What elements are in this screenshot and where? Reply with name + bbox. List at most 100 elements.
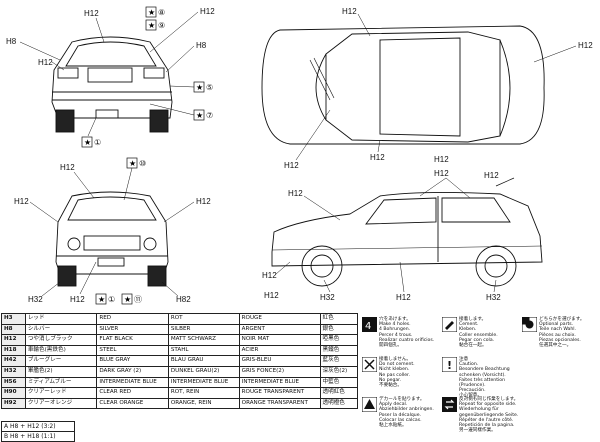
repeat-opposite-icon bbox=[442, 397, 457, 412]
caution-icon: ! bbox=[442, 357, 457, 372]
legend-line: 粘上水貼紙。 bbox=[379, 423, 407, 429]
legend-line: Teile nach Wahl. bbox=[539, 327, 577, 333]
legend-line: 開四個孔。 bbox=[379, 343, 402, 349]
legend-text: 穴をあけます。Make 4 holes.4 Bohrungen.Percer 4… bbox=[379, 317, 439, 348]
legend-line: 另一邊同樣作業。 bbox=[459, 428, 496, 434]
legend-line: Make 4 holes. bbox=[379, 322, 411, 328]
front-view-callouts: ★ ⑩ H12 H12 H12 H32 H12 ★ ① ★ ⑪ H82 bbox=[14, 157, 211, 305]
paint-cell-de: DUNKEL GRAU(2) bbox=[167, 365, 240, 378]
callout-label: H32 bbox=[486, 293, 501, 302]
legend-line: Wiederholung für gegenüberliegende Seite… bbox=[459, 407, 519, 418]
legend-line: 穴をあけます。 bbox=[379, 317, 411, 322]
legend-line: デカールを貼ります。 bbox=[379, 397, 425, 402]
legend-line: 接着しません。 bbox=[379, 357, 412, 362]
paint-cell-en: CLEAR RED bbox=[96, 387, 169, 399]
legend-line: Faites très attention (Prudence). bbox=[459, 377, 506, 389]
paint-cell-en: DARK GRAY (2) bbox=[96, 365, 169, 378]
callout-label: H12 bbox=[60, 163, 75, 172]
svg-text:!: ! bbox=[447, 359, 452, 372]
callout-label: H32 bbox=[28, 295, 43, 304]
legend-line: Répéter de l'autre côté. bbox=[459, 417, 514, 423]
legend-line: Caution. bbox=[459, 362, 479, 368]
paint-cell-fr: GRIS FONCE(2) bbox=[238, 365, 321, 378]
legend-line: Ne pas coller. bbox=[379, 372, 410, 378]
paint-cell-en: BLUE GRAY bbox=[96, 355, 169, 367]
star-icon: ★ bbox=[124, 295, 131, 304]
drill-holes-icon: 4 bbox=[362, 317, 377, 332]
legend-text: 接着します。Cement.Kleben.Coller ensemble.Pega… bbox=[459, 317, 519, 348]
callout-step: ⑦ bbox=[206, 111, 213, 120]
paint-cell-ch: 藍灰色 bbox=[319, 355, 359, 367]
legend-line: どちらかを選びます。 bbox=[539, 317, 585, 322]
legend-line: Pièces au choix. bbox=[539, 332, 576, 338]
assembly-drawing: H8 H12 H12 ★ ⑧ ★ ⑨ H12 H8 ★ ⑤ ★ ⑦ ★ ① bbox=[6, 6, 593, 305]
paint-cell-code: H8 bbox=[1, 323, 26, 336]
legend-line: Abziehbilder anbringen. bbox=[379, 407, 434, 413]
star-icon: ★ bbox=[148, 8, 155, 17]
paint-cell-jp: レッド bbox=[24, 313, 98, 325]
callout-label: H12 bbox=[484, 171, 499, 180]
callout-label: H12 bbox=[396, 293, 411, 302]
callout-label: H12 bbox=[14, 197, 29, 206]
symbol-legend: 4 穴をあけます。Make 4 holes.4 Bohrungen.Percer… bbox=[362, 313, 598, 439]
car-rear-view bbox=[51, 36, 173, 133]
side-view-callouts: H12 H12 H12 H12 H12 H12 H32 H12 H32 bbox=[262, 155, 501, 302]
paint-cell-ch: 中藍色 bbox=[319, 376, 359, 389]
star-icon: ★ bbox=[129, 159, 136, 168]
paint-cell-de: ORANGE, REIN bbox=[167, 397, 240, 410]
paint-cell-de: MATT SCHWARZ bbox=[167, 334, 240, 346]
callout-label: H32 bbox=[320, 293, 335, 302]
callout-label: H8 bbox=[6, 37, 17, 46]
paint-cell-en: RED bbox=[96, 313, 169, 325]
mix-row: A H8 + H12 (3:2) bbox=[1, 421, 75, 432]
legend-line: 黏合在一起。 bbox=[459, 343, 487, 349]
star-icon: ★ bbox=[196, 111, 203, 120]
legend-line: Repeat for opposite side. bbox=[459, 402, 517, 408]
callout-step: ⑤ bbox=[206, 83, 213, 92]
paint-cell-code: H42 bbox=[1, 355, 26, 367]
legend-line: Precaución. bbox=[459, 388, 486, 394]
legend-line: Optional parts. bbox=[539, 322, 574, 328]
legend-text: 反対側も同じ作業をします。Repeat for opposite side.Wi… bbox=[459, 397, 519, 433]
legend-line: Percer 4 trous. bbox=[379, 332, 413, 338]
callout-step: ① bbox=[108, 295, 115, 304]
legend-line: 接着します。 bbox=[459, 317, 487, 322]
callout-label: H12 bbox=[38, 58, 53, 67]
paint-cell-fr: ORANGE TRANSPARENT bbox=[238, 397, 321, 410]
legend-text: 接着しません。Do not cement.Nicht kleben.Ne pas… bbox=[379, 357, 439, 388]
rear-view-callouts: H8 H12 H12 ★ ⑧ ★ ⑨ H12 H8 ★ ⑤ ★ ⑦ ★ ① bbox=[6, 6, 215, 148]
paint-mix-table: A H8 + H12 (3:2) B H8 + H18 (1:1) bbox=[1, 421, 75, 442]
star-icon: ★ bbox=[148, 21, 155, 30]
legend-line: Do not cement. bbox=[379, 362, 415, 368]
paint-cell-ch: 深灰色(2) bbox=[319, 365, 359, 378]
legend-line: 任選其中之一。 bbox=[539, 343, 572, 349]
paint-cell-ch: 啞黑色 bbox=[319, 334, 359, 346]
car-front-view bbox=[55, 191, 169, 287]
callout-label: H12 bbox=[284, 161, 299, 170]
legend-line: 不要黏合。 bbox=[379, 383, 402, 389]
callout-step: ⑨ bbox=[158, 21, 165, 30]
legend-line: 4 Bohrungen. bbox=[379, 327, 411, 333]
callout-label: H12 bbox=[84, 9, 99, 18]
car-side-view bbox=[271, 177, 543, 287]
paint-cell-fr: ROUGE TRANSPARENT bbox=[238, 387, 321, 399]
callout-label: H12 bbox=[264, 291, 279, 300]
legend-line: Apply decal. bbox=[379, 402, 408, 408]
paint-cell-code: H32 bbox=[1, 365, 26, 378]
legend-line: Kleben. bbox=[459, 327, 477, 333]
no-cement-icon bbox=[362, 357, 377, 372]
optional-parts-icon bbox=[522, 317, 537, 332]
callout-step: ⑩ bbox=[139, 159, 146, 168]
legend-line: Nicht kleben. bbox=[379, 367, 410, 373]
callout-label: H12 bbox=[434, 155, 449, 164]
legend-line: Repetición de la pagina. bbox=[459, 423, 515, 429]
paint-cell-en: FLAT BLACK bbox=[96, 334, 169, 346]
paint-cell-ch: 透明橙色 bbox=[319, 397, 359, 410]
